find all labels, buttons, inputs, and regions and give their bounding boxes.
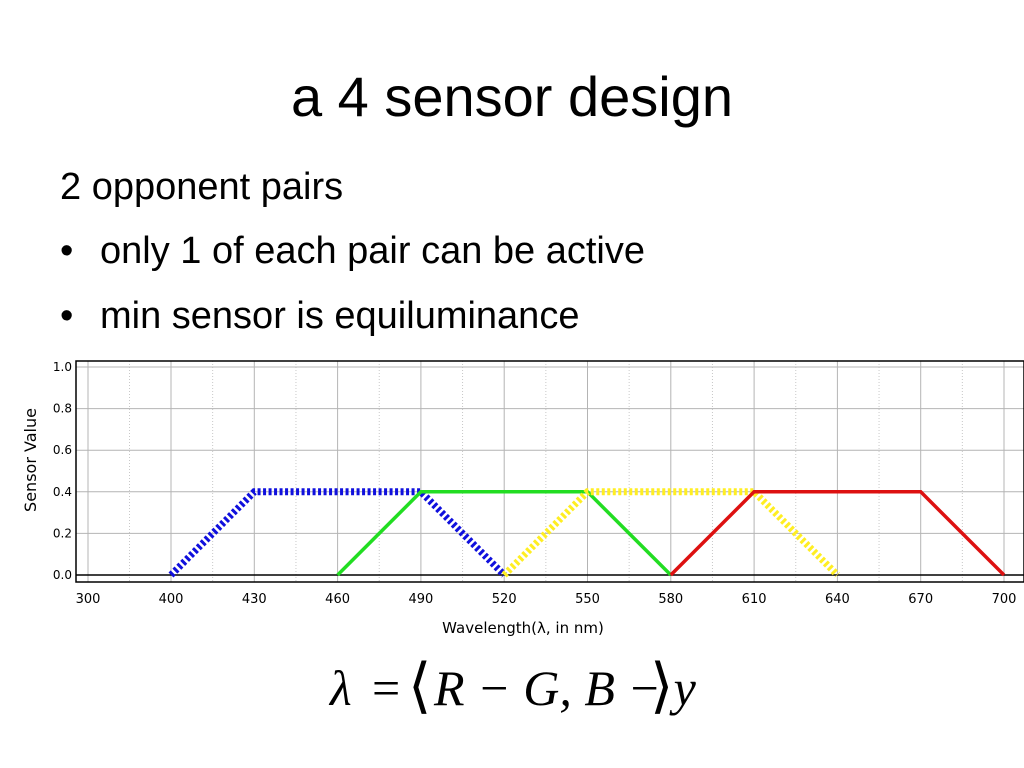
y-tick-label: 0.2 (53, 526, 72, 540)
slide-heading: 2 opponent pairs (60, 166, 344, 208)
bullet-item: • only 1 of each pair can be active (60, 228, 645, 274)
y-axis-label: Sensor Value (21, 408, 40, 512)
y-tick-label: 1.0 (53, 360, 72, 374)
formula-lambda: λ (330, 660, 352, 716)
x-tick-label: 400 (159, 592, 184, 607)
x-tick-label: 300 (76, 592, 101, 607)
x-tick-label: 610 (742, 592, 767, 607)
x-tick-label: 580 (658, 592, 683, 607)
tick-labels: 300 400 430 460 490 520 550 580 610 640 670 700 0.0 0… (53, 360, 1017, 607)
y-tick-label: 0.0 (53, 568, 72, 582)
sensor-chart: 300 400 430 460 490 520 550 580 610 640 670 700 0.0 0… (21, 360, 1024, 637)
formula-equals: = (372, 660, 401, 716)
formula: λ = ⟨ R − G, B − y ⟩ (330, 648, 710, 728)
bullet-item: • min sensor is equiluminance (60, 293, 579, 339)
formula-open-bracket: ⟨ (408, 653, 432, 719)
y-tick-label: 0.4 (53, 485, 72, 499)
series-line-2 (501, 488, 840, 578)
x-tick-label: 430 (242, 592, 267, 607)
series-layer (168, 488, 1006, 578)
plot-frame (75, 360, 1024, 583)
x-tick-label: 670 (908, 592, 933, 607)
formula-body: R − G, B − y (434, 660, 696, 716)
bullet-glyph: • (60, 295, 74, 337)
y-tick-label: 0.8 (53, 402, 72, 416)
series-line-3 (669, 490, 1006, 577)
x-tick-label: 700 (992, 592, 1017, 607)
bullet-text: only 1 of each pair can be active (100, 230, 646, 272)
x-tick-label: 520 (492, 592, 517, 607)
x-tick-label: 550 (575, 592, 600, 607)
slide-title: a 4 sensor design (290, 65, 734, 128)
series-line-0 (168, 488, 507, 578)
bullet-glyph: • (60, 230, 74, 272)
series-line-1 (336, 490, 673, 577)
formula-close-bracket: ⟩ (650, 653, 674, 719)
grid (76, 361, 1024, 582)
x-tick-label: 460 (325, 592, 350, 607)
x-tick-label: 490 (408, 592, 433, 607)
x-tick-label: 640 (825, 592, 850, 607)
bullet-text: min sensor is equiluminance (100, 295, 580, 337)
x-axis-label: Wavelength(λ, in nm) (442, 619, 604, 637)
y-tick-label: 0.6 (53, 443, 72, 457)
